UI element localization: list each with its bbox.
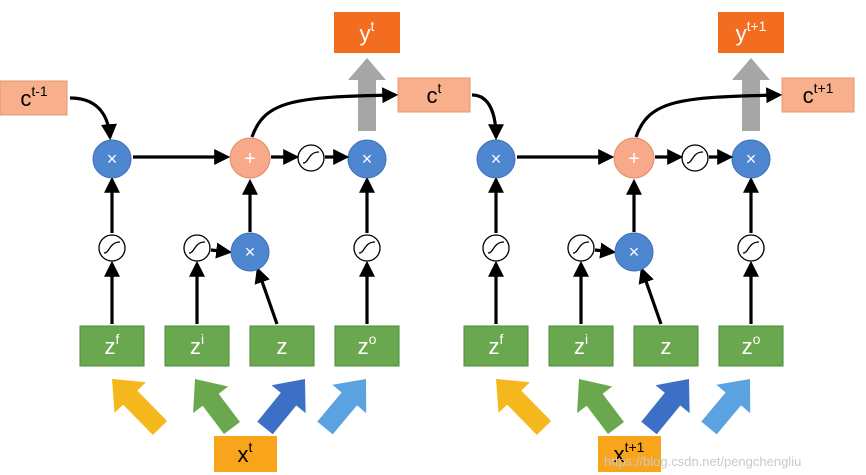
multiply-icon: ×	[491, 149, 502, 169]
multiply-icon: ×	[746, 149, 757, 169]
sigmoid-icon	[302, 151, 320, 164]
cell-1-y-box	[334, 12, 400, 53]
cell-2-c-out-box	[781, 77, 855, 113]
cell-2-multiply-input: ×	[614, 232, 654, 272]
cell-1-input-arrow-zf	[112, 379, 168, 435]
multiply-icon: ×	[362, 149, 373, 169]
cell-1-x-box	[214, 436, 277, 472]
cell-1-plus-node: +	[229, 137, 271, 179]
cell-2-arrow-plus-cout	[634, 87, 783, 138]
cell-2-y-label: yt+1	[736, 18, 767, 46]
cell-1-sigmoid-f	[98, 234, 126, 262]
cell-2-z-i-box	[548, 325, 614, 367]
cell-1-arrow-plus-cout	[250, 87, 399, 138]
cell-2-z-f-box	[463, 325, 529, 367]
cell-1-z-o-box-label: zo	[358, 331, 377, 359]
cell-2-input-arrow-zi	[577, 379, 624, 434]
cell-1-multiply-forget: ×	[92, 139, 132, 179]
sigmoid-icon	[487, 241, 505, 254]
cell-1-z-f-box	[79, 325, 145, 367]
cell-1-y-label: yt	[360, 18, 375, 46]
sigmoid-icon	[742, 241, 760, 254]
cell-2-input-arrow-z	[641, 379, 690, 435]
cell-2-sigmoid-o	[737, 234, 765, 262]
cell-1-z-i-box	[164, 325, 230, 367]
plus-icon: +	[628, 148, 640, 170]
cell-2-arrow-sigi-mult	[594, 242, 617, 259]
cell-1-multiply-output: ×	[347, 139, 387, 179]
cell-1-c-in-label: ct-1	[20, 83, 48, 111]
cell-1-z-o-box	[334, 325, 400, 367]
cell-2-sigmoid-c	[681, 144, 709, 172]
multiply-icon: ×	[245, 242, 256, 262]
sigmoid-icon	[103, 241, 121, 254]
cell-2-arrow-z-mult	[638, 266, 663, 325]
cell-2-z-o-box-label: zo	[742, 331, 761, 359]
sigmoid-icon	[188, 241, 206, 254]
cell-1-c-out-label: ct	[427, 80, 442, 108]
cell-1-input-arrow-zo	[317, 379, 367, 435]
cell-1-input-arrow-zi	[193, 379, 240, 434]
cell-2-multiply-output: ×	[731, 139, 771, 179]
cell-1-sigmoid-o	[353, 234, 381, 262]
cell-1-c-in-box	[0, 80, 68, 116]
multiply-icon: ×	[107, 149, 118, 169]
cell-1-z-box-label: z	[277, 334, 288, 359]
cell-1-arrow-cin-forget	[69, 96, 117, 141]
cell-1-multiply-input: ×	[230, 232, 270, 272]
cell-2-z-o-box	[718, 325, 784, 367]
cell-2-arrow-cin-forget	[471, 93, 504, 141]
sigmoid-icon	[572, 241, 590, 254]
cell-2-z-box	[633, 325, 699, 367]
plus-icon: +	[244, 148, 256, 170]
cell-1-arrow-z-mult	[254, 266, 279, 325]
cell-1-x-label: xt	[238, 439, 253, 467]
cell-1-sigmoid-c	[297, 144, 325, 172]
cell-2-x-box	[598, 436, 661, 472]
cell-1-z-i-box-label: zi	[190, 331, 204, 359]
sigmoid-icon	[358, 241, 376, 254]
cell-2-y-box	[718, 12, 784, 53]
cell-2-multiply-forget: ×	[476, 139, 516, 179]
watermark: https://blog.csdn.net/pengchengliu	[604, 454, 801, 469]
cell-2-input-arrow-zo	[701, 379, 751, 435]
cell-2-z-f-box-label: zf	[489, 331, 504, 359]
cell-1-z-box	[249, 325, 315, 367]
cell-2-plus-node: +	[613, 137, 655, 179]
cell-1-input-arrow-z	[257, 379, 306, 435]
cell-1-sigmoid-i	[183, 234, 211, 262]
cell-2-sigmoid-i	[567, 234, 595, 262]
sigmoid-icon	[686, 151, 704, 164]
cell-1-z-f-box-label: zf	[105, 331, 120, 359]
cell-2-z-i-box-label: zi	[574, 331, 588, 359]
cell-2-z-box-label: z	[661, 334, 672, 359]
cell-1-arrow-sigi-mult	[210, 242, 233, 259]
multiply-icon: ×	[629, 242, 640, 262]
cell-2-x-label: xt+1	[614, 439, 645, 467]
cell-2-c-out-label: ct+1	[803, 80, 834, 108]
cell-2-input-arrow-zf	[496, 379, 552, 435]
cell-2-sigmoid-f	[482, 234, 510, 262]
cell-1-c-out-box	[397, 77, 471, 113]
